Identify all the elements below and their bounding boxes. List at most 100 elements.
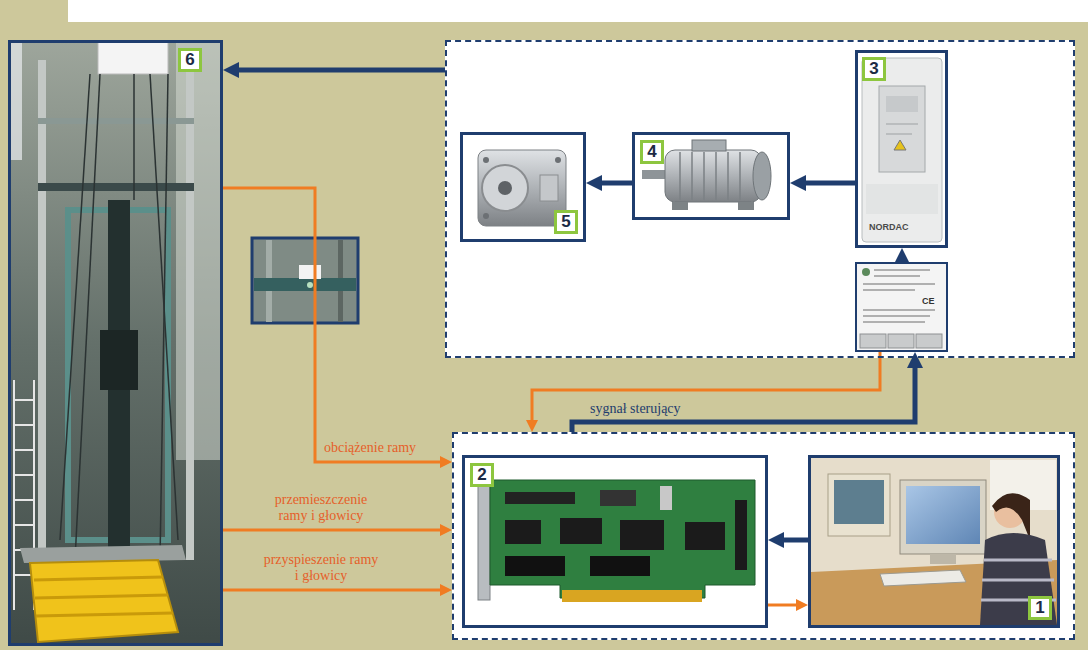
inverter-photo-part bbox=[866, 184, 938, 214]
signal-label: obciążenie ramy bbox=[324, 440, 448, 456]
io-card-photo-part bbox=[735, 500, 747, 570]
test-stand-photo-part bbox=[60, 74, 178, 560]
io-card-photo-part bbox=[560, 518, 602, 544]
inverter-photo-part bbox=[886, 134, 912, 135]
test-stand-photo-part-part bbox=[75, 74, 100, 560]
signal-arrow bbox=[223, 589, 444, 592]
controller-module-photo-part bbox=[888, 334, 914, 348]
signal-arrow bbox=[572, 362, 915, 432]
pump-photo-part bbox=[483, 157, 489, 163]
drive-panel: 543 bbox=[445, 40, 1075, 358]
io-card-photo-part bbox=[660, 486, 672, 510]
controller-module-photo-part bbox=[863, 270, 935, 322]
signal-arrow bbox=[596, 181, 632, 186]
controller-module-photo-part-part bbox=[863, 315, 930, 317]
io-card-photo-part bbox=[600, 490, 636, 506]
motor-photo-part bbox=[680, 152, 740, 200]
inverter-photo-part bbox=[886, 96, 918, 112]
sensor-inset-photo-part bbox=[307, 282, 313, 288]
pump-photo-part bbox=[483, 213, 489, 219]
signal-arrow bbox=[223, 188, 444, 462]
computer-workstation-photo-part-part bbox=[984, 559, 1052, 562]
motor-photo-part bbox=[738, 202, 754, 210]
signal-arrow bbox=[223, 529, 444, 532]
io-card-photo-part bbox=[590, 556, 650, 576]
controller-module-photo-part-part bbox=[863, 309, 935, 311]
controller-module-photo-part-part bbox=[863, 321, 925, 323]
pump-photo-part bbox=[555, 157, 561, 163]
computer-workstation-photo-part bbox=[834, 480, 884, 524]
ce-mark: CE bbox=[922, 296, 935, 306]
pump-photo-part bbox=[478, 150, 566, 226]
test-stand-photo-part-part bbox=[34, 577, 163, 580]
test-stand-photo-part bbox=[186, 60, 194, 560]
callout-number: 4 bbox=[640, 140, 664, 164]
signal-arrow bbox=[532, 352, 880, 424]
motor-photo-part bbox=[692, 140, 726, 151]
io-card-photo-part bbox=[505, 520, 541, 544]
computer-workstation-photo-part bbox=[930, 554, 956, 564]
signal-arrow bbox=[800, 181, 855, 186]
test-stand-photo-part-part bbox=[14, 399, 34, 401]
computer-workstation-photo-part bbox=[828, 474, 890, 536]
controller-module-photo-part bbox=[862, 268, 870, 276]
header-strip bbox=[68, 0, 1088, 22]
inverter-photo-part bbox=[886, 124, 918, 125]
controller-module-photo-part bbox=[916, 334, 942, 348]
motor-photo-part bbox=[753, 152, 771, 200]
io-card-box: 2 bbox=[462, 455, 768, 628]
io-card-photo-part bbox=[620, 520, 664, 550]
test-stand-photo-part-part bbox=[36, 613, 173, 616]
controller-module-photo-part bbox=[857, 264, 946, 350]
test-stand-photo-part-part bbox=[14, 474, 34, 476]
pump-photo-part bbox=[540, 175, 558, 201]
computer-box: 1 bbox=[808, 455, 1060, 628]
io-card-photo bbox=[478, 470, 755, 602]
computer-workstation-photo bbox=[811, 458, 1057, 625]
callout-number: 2 bbox=[470, 463, 494, 487]
test-stand-photo-part-part bbox=[60, 74, 90, 540]
controller-module-photo-part-part bbox=[874, 269, 930, 271]
pump-photo bbox=[478, 150, 566, 226]
signal-label: przyspieszenie ramy i głowicy bbox=[262, 552, 380, 584]
io-card-photo-part bbox=[562, 590, 702, 602]
motor-photo-part-part bbox=[679, 152, 681, 200]
motor-photo-part bbox=[665, 150, 761, 202]
controller-module-photo bbox=[857, 264, 946, 350]
test-stand-photo-part bbox=[38, 183, 194, 191]
computer-workstation-photo-part bbox=[992, 493, 1030, 540]
motor-photo-part-part bbox=[739, 152, 741, 200]
computer-workstation-photo-part-part bbox=[982, 579, 1054, 582]
test-stand-photo bbox=[8, 40, 223, 646]
inverter-photo-part bbox=[862, 58, 942, 242]
motor-photo-part-part bbox=[715, 152, 717, 200]
brand-mark: NORDAC bbox=[869, 222, 909, 232]
test-stand-photo-part bbox=[30, 560, 178, 642]
io-card-photo-part bbox=[505, 492, 575, 504]
motor-photo-part bbox=[642, 170, 668, 179]
computer-workstation-photo-part bbox=[981, 560, 1056, 600]
signal-arrow bbox=[233, 68, 445, 73]
motor-photo-part-part bbox=[703, 152, 705, 200]
controller-module-photo-part bbox=[860, 334, 886, 348]
callout-number: 1 bbox=[1028, 596, 1052, 620]
test-stand-photo-part bbox=[98, 42, 168, 74]
test-stand-photo-part-part bbox=[35, 595, 168, 598]
motor-photo-part bbox=[672, 202, 688, 210]
panel-ground bbox=[445, 40, 1075, 358]
inverter-photo bbox=[862, 58, 942, 242]
sensor-inset-photo-part bbox=[252, 238, 358, 323]
control-panel: 21 bbox=[452, 432, 1075, 640]
test-stand-photo-part bbox=[38, 118, 194, 124]
motor-photo-part-part bbox=[727, 152, 729, 200]
motor-box: 4 bbox=[632, 132, 790, 220]
computer-workstation-photo-part bbox=[880, 570, 966, 586]
controller-module-photo-part-part bbox=[863, 289, 915, 291]
controller-module-photo-part-part bbox=[874, 275, 920, 277]
controller-module-photo-part-part bbox=[863, 283, 935, 285]
